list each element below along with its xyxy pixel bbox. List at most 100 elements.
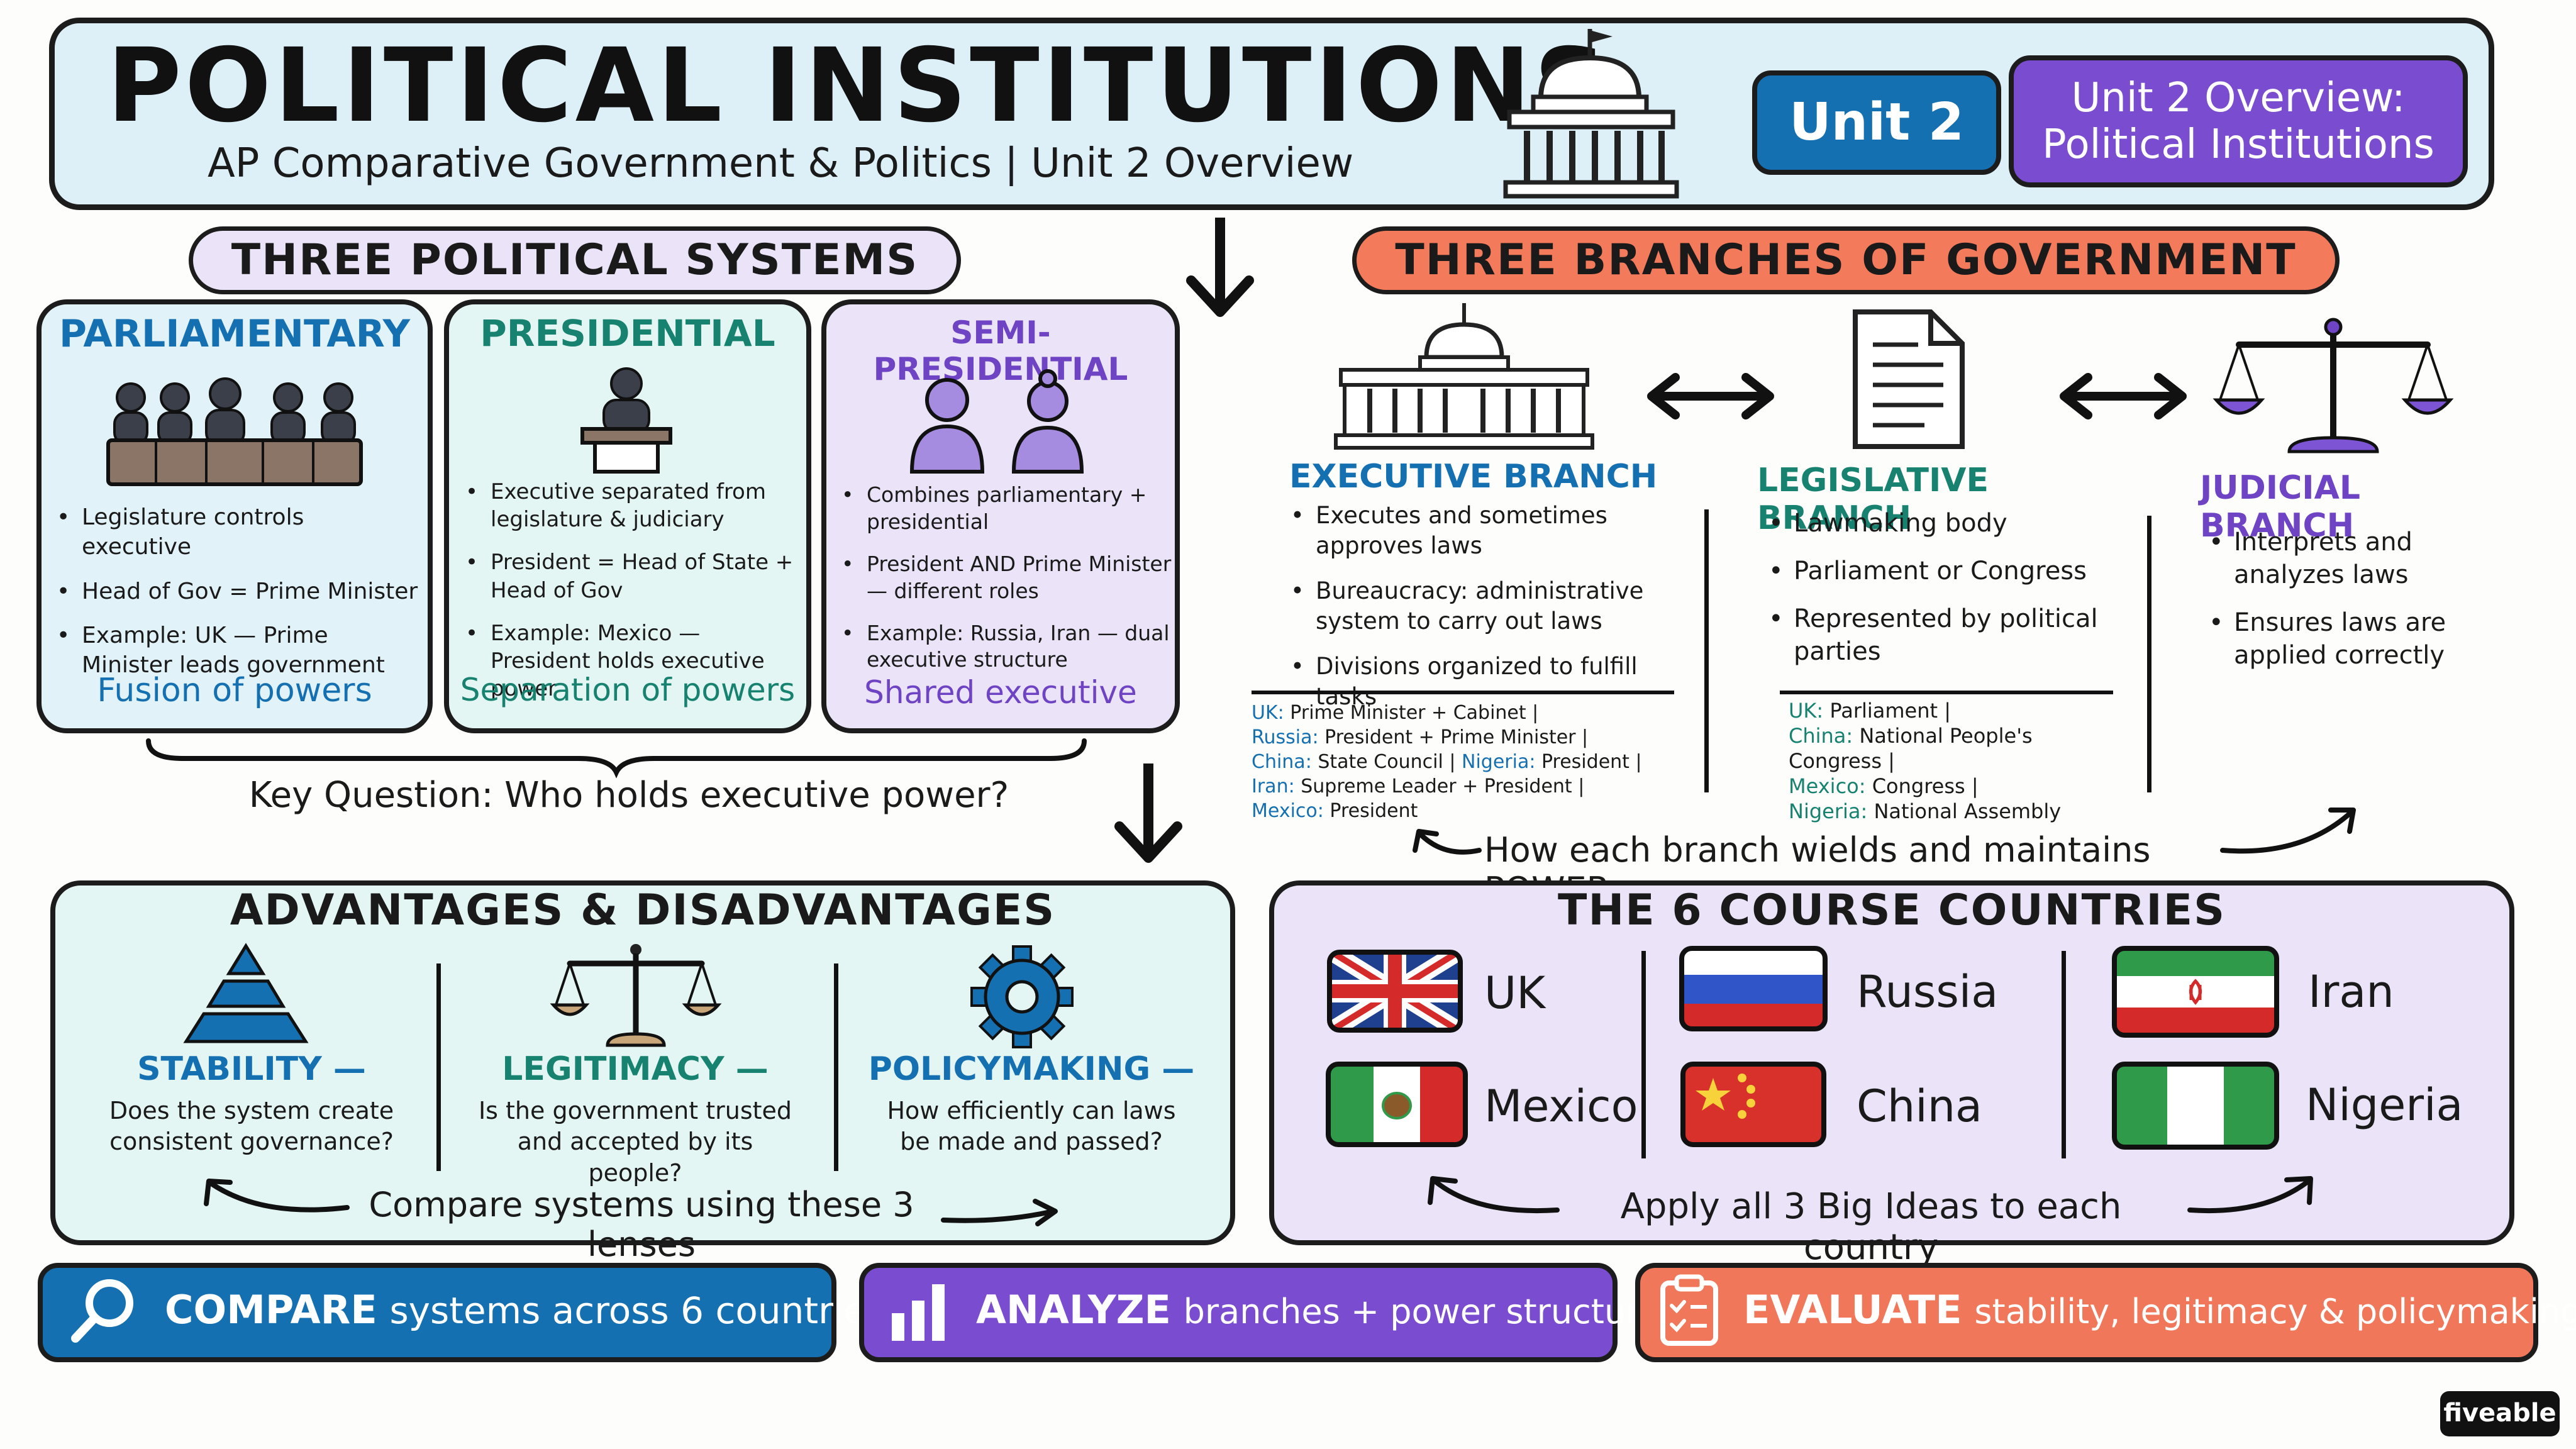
executive-divider — [1252, 691, 1674, 694]
curved-arrow-left-icon — [204, 1179, 350, 1213]
overview-badge-line2: Political Institutions — [2042, 121, 2434, 168]
country-divider — [1641, 951, 1646, 1158]
capitol-icon — [1503, 29, 1679, 199]
bullet-item: President AND Prime Minister — different… — [841, 551, 1179, 605]
semi-presidential-bullets: Combines parliamentary + presidential Pr… — [834, 482, 1179, 689]
bullet-item: Executive separated from legislature & j… — [465, 478, 804, 533]
country-name-iran: Iran — [2308, 966, 2394, 1018]
bullet-item: President = Head of State + Head of Gov — [465, 548, 804, 604]
example-country: Russia: — [1252, 726, 1319, 748]
policymaking-desc: How efficiently can laws be made and pas… — [887, 1097, 1176, 1156]
example-country: China: — [1789, 724, 1853, 748]
bullet-item: Combines parliamentary + presidential — [841, 482, 1179, 536]
presidential-footer: Separation of powers — [460, 672, 796, 708]
bullet-item: Bureaucracy: administrative system to ca… — [1291, 576, 1685, 636]
legitimacy-desc: Is the government trusted and accepted b… — [478, 1097, 792, 1187]
president-at-podium-icon — [580, 367, 672, 474]
gear-icon — [970, 945, 1074, 1048]
stability-desc: Does the system create consistent govern… — [109, 1097, 394, 1156]
page-subtitle: AP Comparative Government & Politics | U… — [208, 140, 1354, 187]
compare-text: COMPARE systems across 6 countries — [165, 1287, 885, 1333]
example-text: Supreme Leader + President | — [1301, 775, 1585, 797]
curved-arrow-left-icon — [1413, 829, 1482, 855]
evaluate-bar[interactable] — [1635, 1263, 2538, 1362]
example-country: UK: — [1252, 702, 1284, 724]
evaluate-rest: stability, legitimacy & policymaking — [1974, 1292, 2576, 1331]
pyramid-icon — [183, 943, 309, 1043]
lens-divider — [436, 963, 441, 1171]
semi-presidential-title: SEMI-PRESIDENTIAL — [873, 314, 1128, 387]
country-name-uk: UK — [1484, 967, 1546, 1019]
example-text: Prime Minister + Cabinet | — [1290, 702, 1539, 724]
country-name-mexico: Mexico — [1484, 1080, 1638, 1132]
legislative-divider — [1780, 691, 2113, 694]
branches-heading: THREE BRANCHES OF GOVERNMENT — [1352, 226, 2340, 294]
bullet-item: Head of Gov = Prime Minister — [57, 577, 420, 607]
key-question: Key Question: Who holds executive power? — [248, 775, 1009, 816]
country-name-china: China — [1857, 1080, 1982, 1132]
dual-executive-icon — [909, 369, 1084, 474]
example-text: State Council | — [1318, 751, 1456, 773]
down-arrow-icon — [1186, 218, 1254, 317]
overview-badge: Unit 2 Overview: Political Institutions — [2009, 55, 2468, 187]
analyze-bar[interactable] — [859, 1263, 1618, 1362]
semi-presidential-footer: Shared executive — [864, 674, 1137, 711]
double-arrow-icon — [1647, 373, 1774, 419]
compare-rest: systems across 6 countries — [389, 1289, 885, 1332]
nigeria-flag-icon — [2112, 1062, 2279, 1150]
presidential-bullets: Executive separated from legislature & j… — [458, 478, 804, 718]
document-icon — [1853, 309, 1965, 449]
branch-divider — [1704, 509, 1709, 792]
analyze-rest: branches + power structures — [1183, 1292, 1678, 1331]
china-flag-icon — [1680, 1062, 1826, 1147]
executive-bullets: Executes and sometimes approves laws Bur… — [1283, 501, 1685, 728]
overview-badge-line1: Unit 2 Overview: — [2071, 75, 2406, 121]
example-country: Nigeria: — [1462, 751, 1536, 773]
example-text: National People's Congress | — [1789, 724, 2033, 773]
compare-bar[interactable] — [38, 1263, 836, 1362]
double-arrow-icon — [2060, 373, 2187, 419]
country-name-russia: Russia — [1857, 966, 1999, 1018]
arrow-right-icon — [941, 1199, 1058, 1226]
bullet-item: Divisions organized to fulfill tasks — [1291, 652, 1685, 712]
curved-arrow-left-icon — [1428, 1176, 1560, 1214]
checklist-icon — [1660, 1274, 1718, 1346]
curved-arrow-right-icon — [2187, 1176, 2313, 1214]
countries-heading: THE 6 COURSE COUNTRIES — [1557, 886, 2226, 935]
bar-chart-icon — [892, 1284, 945, 1341]
policymaking-title: POLICYMAKING — — [868, 1050, 1195, 1088]
legislative-examples: UK: Parliament | China: National People'… — [1789, 698, 2103, 824]
bullet-item: Lawmaking body — [1768, 507, 2113, 540]
bullet-item: Executes and sometimes approves laws — [1291, 501, 1685, 561]
example-country: UK: — [1789, 699, 1824, 723]
example-text: President + Prime Minister | — [1324, 726, 1589, 748]
parliamentary-title: PARLIAMENTARY — [58, 312, 411, 356]
parliament-members-icon — [106, 377, 363, 486]
iran-flag-icon — [2112, 946, 2279, 1038]
country-divider — [2062, 951, 2066, 1158]
curved-arrow-right-icon — [2220, 808, 2356, 854]
bullet-item: Example: Mexico — President holds execut… — [465, 619, 804, 703]
analyze-text: ANALYZE branches + power structures — [976, 1287, 1678, 1333]
presidential-title: PRESIDENTIAL — [480, 312, 775, 355]
bullet-item: Interprets and analyzes laws — [2209, 526, 2465, 591]
russia-flag-icon — [1679, 946, 1828, 1031]
page-title: POLITICAL INSTITUTIONS — [107, 27, 1611, 145]
example-text: National Assembly — [1874, 799, 2062, 823]
parliamentary-footer: Fusion of powers — [97, 672, 372, 709]
fiveable-logo[interactable]: fiveable — [2440, 1391, 2560, 1436]
countries-caption: Apply all 3 Big Ideas to each country — [1620, 1186, 2122, 1268]
bullet-item: Example: UK — Prime Minister leads gover… — [57, 621, 420, 680]
systems-brace — [146, 738, 1087, 779]
uk-flag-icon — [1327, 950, 1463, 1033]
evaluate-strong: EVALUATE — [1743, 1287, 1962, 1333]
bullet-item: Represented by political parties — [1768, 602, 2113, 668]
bullet-item: Legislature controls executive — [57, 503, 420, 562]
mexico-flag-icon — [1326, 1062, 1468, 1147]
bullet-item: Parliament or Congress — [1768, 555, 2113, 587]
scales-icon — [550, 944, 722, 1047]
legislative-bullets: Lawmaking body Parliament or Congress Re… — [1761, 507, 2113, 683]
branch-divider — [2147, 516, 2151, 792]
stability-title: STABILITY — — [137, 1050, 366, 1088]
example-country: Nigeria: — [1789, 799, 1868, 823]
